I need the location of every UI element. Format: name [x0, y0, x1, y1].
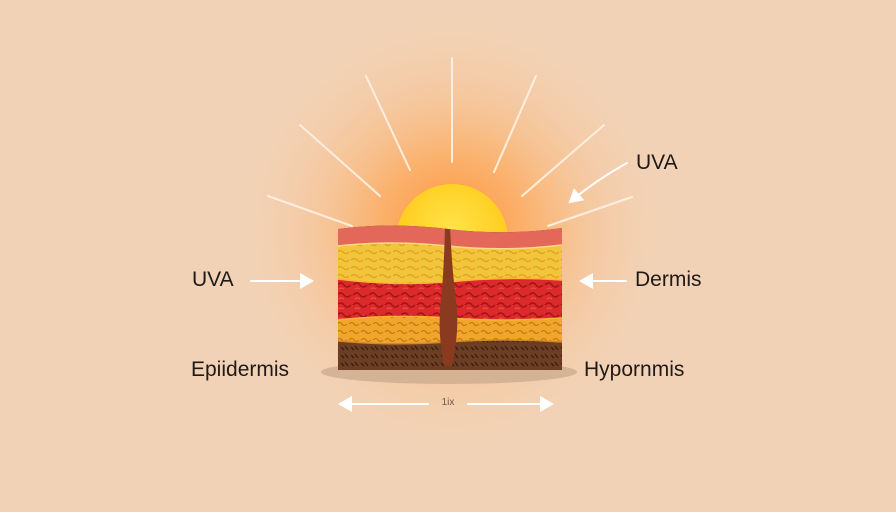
arrow-uva-top: [568, 162, 628, 204]
label-hypodermis: Hypornmis: [584, 358, 685, 381]
ray-4: [299, 124, 381, 197]
ray-7: [547, 196, 633, 227]
sun-rays: [267, 57, 633, 227]
label-epidermis: Epiidermis: [191, 358, 290, 381]
ray-2: [365, 75, 411, 171]
label-arrows: [250, 162, 628, 412]
label-uva-top: UVA: [636, 151, 678, 174]
label-dermis: Dermis: [635, 268, 702, 291]
scale-label: 1ix: [441, 397, 455, 408]
ray-6: [267, 195, 353, 227]
ray-3: [493, 75, 537, 173]
label-uva-left: UVA: [192, 268, 234, 291]
skin-block: [338, 225, 562, 370]
hair-follicle: [439, 226, 458, 366]
ray-5: [521, 124, 605, 197]
